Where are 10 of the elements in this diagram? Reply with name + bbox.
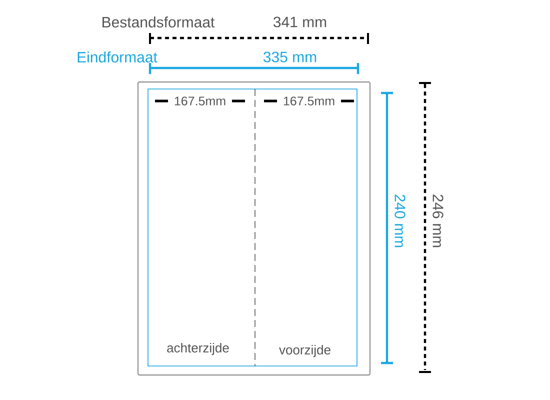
panel-label: voorzijde	[279, 344, 330, 358]
dimension-label: Bestandsformaat	[102, 16, 215, 28]
dimension-label: 240 mm	[394, 194, 406, 248]
dimension-label: 167.5mm	[284, 96, 334, 106]
dimension-label: 167.5mm	[174, 96, 226, 106]
dimension-label: Eindformaat	[78, 52, 158, 62]
dimension-label: 246 mm	[432, 194, 444, 248]
panel-label: achterzijde	[167, 342, 229, 356]
dimension-label: 335 mm	[263, 52, 316, 62]
dimension-label: 341 mm	[273, 16, 326, 28]
